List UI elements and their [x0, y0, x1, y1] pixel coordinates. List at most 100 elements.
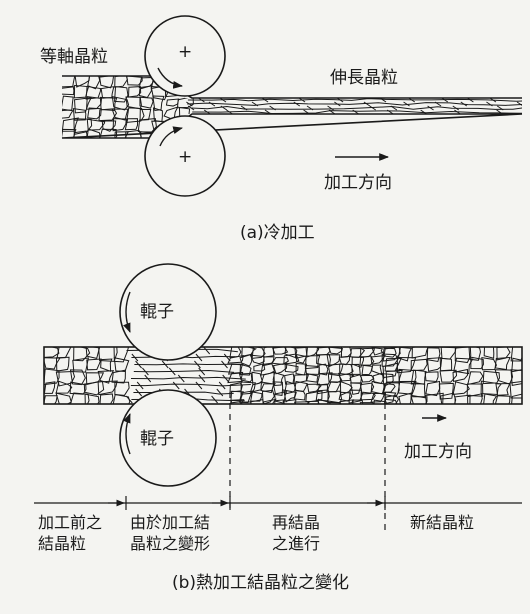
deformed-grain — [131, 353, 139, 362]
recrystallizing-grain — [249, 354, 265, 365]
recrystallizing-grain — [382, 347, 397, 358]
equiaxed-grain — [138, 84, 152, 99]
recrystallizing-grain — [263, 347, 275, 358]
workpiece-outline-b — [43, 346, 523, 405]
elongated-grain — [187, 105, 195, 111]
new-grain — [511, 393, 522, 404]
new-grain — [426, 347, 441, 363]
recrystallizing-grain — [361, 364, 373, 376]
deformed-grain — [144, 374, 152, 383]
equiaxed-grain — [124, 118, 139, 131]
recrystallizing-grain — [373, 399, 388, 404]
label-roller-bottom: 輥子 — [140, 429, 174, 449]
deformed-grain — [195, 353, 203, 362]
equiaxed-grain — [85, 96, 103, 110]
deformed-grain — [198, 374, 206, 383]
deformed-grain — [203, 347, 211, 355]
recrystallizing-grain — [384, 398, 398, 404]
new-grain — [397, 380, 417, 395]
new-grain — [483, 393, 498, 404]
new-grain — [452, 381, 470, 395]
new-grain — [454, 347, 472, 364]
elongated-grain — [496, 105, 504, 111]
initial-grain — [83, 380, 105, 396]
initial-grain — [111, 369, 126, 384]
new-grain — [397, 347, 413, 362]
elongated-grain — [251, 101, 259, 107]
caption-a: (a)冷加工 — [240, 223, 315, 243]
recrystallizing-grain — [359, 391, 376, 401]
label-working-direction-a: 加工方向 — [324, 173, 392, 193]
recrystallizing-grain — [338, 355, 350, 366]
initial-grain — [97, 370, 115, 384]
elongated-grain — [334, 101, 341, 107]
recrystallizing-grain — [315, 347, 331, 356]
recrystallizing-grain — [249, 399, 265, 404]
recrystallizing-grain — [263, 398, 277, 404]
new-grain — [481, 357, 497, 371]
lower-roll-rotation-arrow — [159, 126, 183, 147]
upper-roll-a — [144, 15, 226, 97]
deformed-grain — [142, 367, 149, 376]
new-grain — [439, 357, 453, 372]
recrystallizing-grain — [307, 399, 320, 404]
new-grain — [440, 347, 457, 360]
recrystallizing-grain — [359, 374, 375, 383]
lower-roll-center-mark: + — [178, 147, 193, 167]
recrystallizing-grain — [382, 362, 399, 379]
lower-roller-b — [119, 389, 217, 487]
recrystallizing-grain — [339, 399, 354, 404]
recrystallizing-grain — [294, 380, 308, 393]
new-grain — [495, 382, 511, 396]
recrystallizing-grain — [351, 399, 364, 404]
equiaxed-grain — [74, 76, 91, 88]
recrystallizing-grain — [327, 373, 343, 383]
lower-roller-rotation-arrow — [123, 413, 131, 455]
initial-grain — [44, 357, 61, 370]
recrystallizing-grain — [382, 383, 396, 394]
new-grain — [410, 369, 427, 385]
new-grain — [411, 347, 429, 359]
new-grain — [494, 395, 511, 404]
label-working-direction-b: 加工方向 — [404, 442, 472, 462]
initial-grain — [98, 347, 118, 362]
recrystallizing-grain — [351, 356, 365, 368]
deformed-grain — [195, 381, 203, 390]
stage-label-recrystallization: 再結晶 之進行 — [272, 513, 321, 553]
elongated-grain — [460, 101, 468, 107]
equiaxed-grain — [125, 107, 145, 124]
equiaxed-grain — [62, 76, 76, 89]
equiaxed-grain — [163, 106, 179, 121]
new-grain — [424, 371, 439, 382]
equiaxed-grain — [111, 95, 130, 111]
new-grain — [438, 382, 454, 400]
elongated-grain — [486, 101, 493, 107]
recrystallizing-grain — [230, 399, 245, 404]
new-grain — [454, 394, 471, 404]
elongated-grain — [220, 105, 228, 111]
recrystallizing-grain — [315, 389, 330, 402]
elongated-grain — [427, 105, 434, 111]
equiaxed-grain — [125, 96, 142, 110]
recrystallizing-grain — [327, 347, 343, 355]
elongated-grain — [306, 105, 314, 111]
equiaxed-grain — [87, 107, 102, 120]
equiaxed-grain — [87, 76, 101, 90]
new-grain — [509, 381, 522, 399]
deformed-grain — [136, 381, 144, 390]
elongated-grain — [363, 101, 371, 107]
new-grain — [410, 358, 428, 372]
recrystallizing-grain — [327, 400, 342, 404]
equiaxed-grain — [125, 129, 142, 138]
equiaxed-grain — [99, 76, 115, 89]
deformed-grain — [161, 360, 169, 369]
recrystallizing-grain — [371, 347, 384, 356]
new-grain — [382, 381, 400, 398]
elongated-grain — [452, 105, 460, 111]
elongated-grain — [186, 101, 193, 107]
recrystallizing-grain — [293, 389, 306, 401]
initial-grain — [114, 381, 130, 396]
equiaxed-grain — [114, 76, 128, 88]
